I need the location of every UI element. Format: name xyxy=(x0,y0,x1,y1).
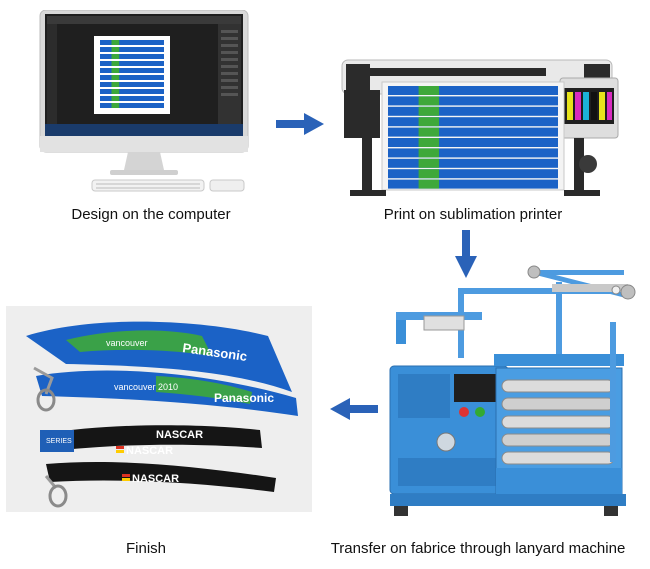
vancouver-text: vancouver xyxy=(106,338,148,348)
printer-illustration xyxy=(338,52,624,200)
finish-caption: Finish xyxy=(125,540,166,557)
transfer-caption: Transfer on fabrice through lanyard mach… xyxy=(330,540,626,557)
design-caption: Design on the computer xyxy=(71,206,231,223)
computer-illustration xyxy=(38,10,252,195)
left-arrow-icon xyxy=(328,398,378,420)
lanyard-machine-illustration xyxy=(384,262,636,520)
finished-lanyards-photo: vancouver Panasonic vancouver 2010 Panas… xyxy=(6,306,312,512)
series-text: SERIES xyxy=(46,438,72,445)
nascar-top-text: NASCAR xyxy=(156,429,203,441)
right-arrow-icon xyxy=(276,113,326,135)
panasonic-bottom-text: Panasonic xyxy=(214,391,274,405)
down-arrow-icon xyxy=(455,230,477,278)
vancouver-2010-text: vancouver 2010 xyxy=(114,382,178,392)
nascar-mid-text: NASCAR xyxy=(126,445,173,457)
print-caption: Print on sublimation printer xyxy=(383,206,563,223)
nascar-bottom-text: NASCAR xyxy=(132,473,179,485)
